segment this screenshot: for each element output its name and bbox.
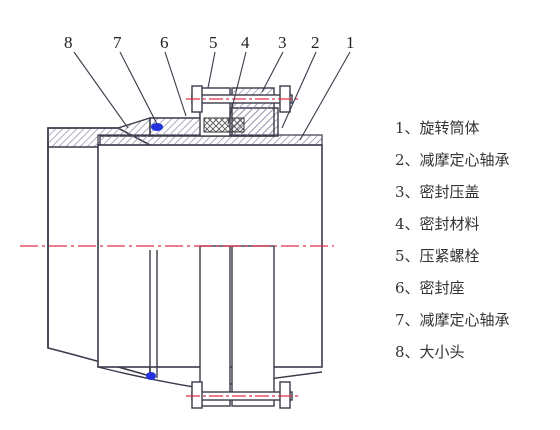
callout-5: 5: [209, 33, 218, 52]
leader-lines: [73, 51, 351, 141]
legend-item-6: 6、密封座: [395, 279, 465, 297]
callout-8: 8: [64, 33, 73, 52]
legend-item-3: 3、密封压盖: [395, 183, 480, 201]
callout-1: 1: [346, 33, 355, 52]
legend-item-8: 8、大小头: [395, 343, 465, 361]
legend-item-2: 2、减摩定心轴承: [395, 151, 510, 169]
lower-flange-right: [231, 245, 275, 407]
packing-material: [203, 117, 245, 133]
bolt-bottom-nut-right: [279, 381, 291, 409]
bearing-marker-top: [151, 123, 163, 131]
lower-flange-left: [199, 245, 231, 407]
legend-item-7: 7、减摩定心轴承: [395, 311, 510, 329]
callout-4: 4: [241, 33, 250, 52]
legend-item-4: 4、密封材料: [395, 215, 480, 233]
callout-6: 6: [160, 33, 169, 52]
callout-2: 2: [311, 33, 320, 52]
bearing-marker-bottom: [146, 372, 156, 380]
legend-item-1: 1、旋转筒体: [395, 119, 480, 137]
callout-7: 7: [113, 33, 122, 52]
callout-3: 3: [278, 33, 287, 52]
bolt-bottom-nut-left: [191, 381, 203, 409]
legend-item-5: 5、压紧螺栓: [395, 247, 480, 265]
parts-legend: 1、旋转筒体 2、减摩定心轴承 3、密封压盖 4、密封材料 5、压紧螺栓 6、密…: [395, 112, 510, 368]
